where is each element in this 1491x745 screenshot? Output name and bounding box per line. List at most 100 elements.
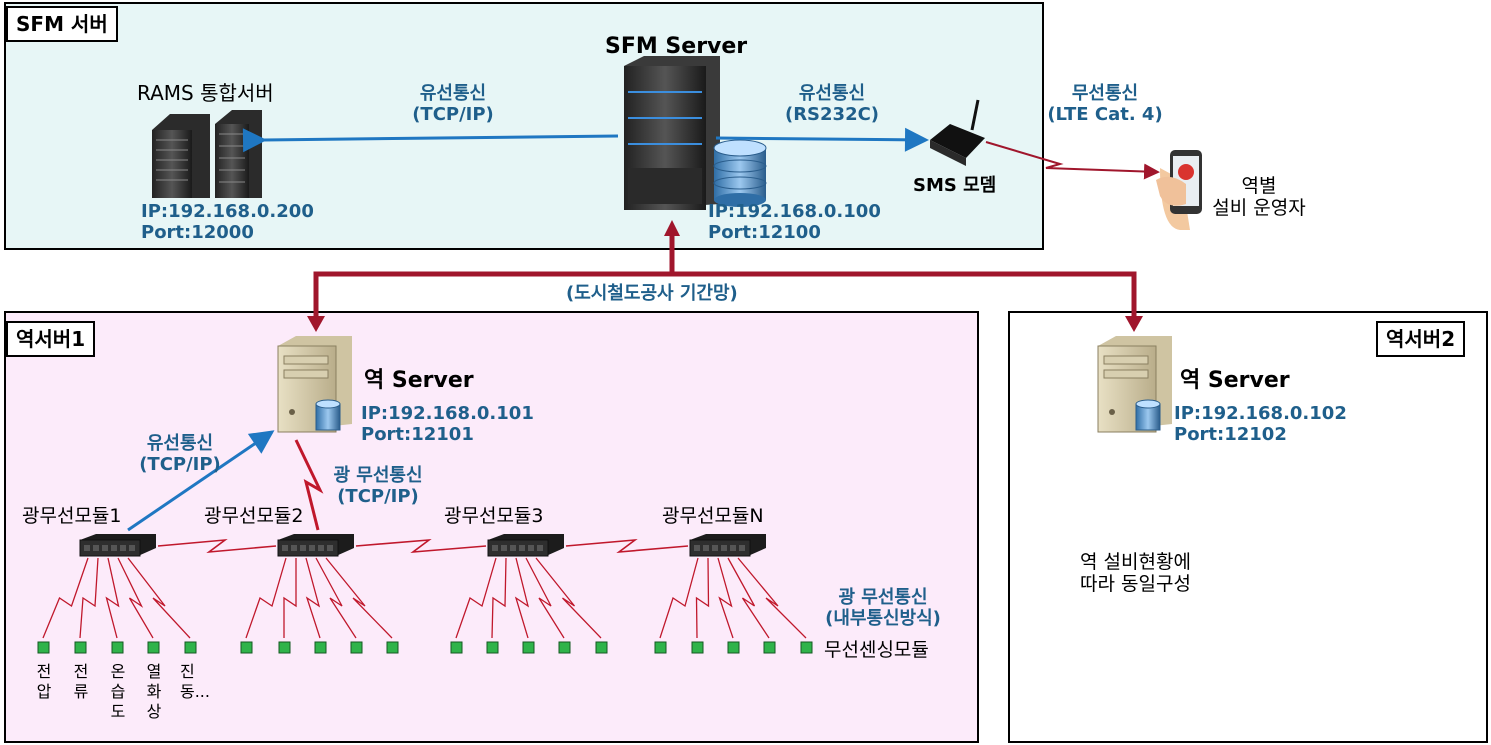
sensor-type-current: 전 류 [70, 662, 92, 702]
sensor-node-icon [800, 641, 813, 654]
sensor-type-voltage-c1: 전 [36, 662, 52, 681]
sensor-type-temp-humidity: 온 습 도 [107, 662, 129, 722]
station2-address: IP:192.168.0.102 Port:12102 [1174, 403, 1347, 445]
sensor-type-th-c3: 도 [110, 702, 126, 721]
sensor-link [42, 557, 89, 639]
sensor-node-icon [184, 641, 197, 654]
sensor-link [105, 557, 120, 639]
optical-module-2-icon [277, 534, 354, 557]
sensor-node-icon [558, 641, 571, 654]
sensor-node-icon [450, 641, 463, 654]
sensor-node-icon [240, 641, 253, 654]
sfm-panel-tag: SFM 서버 [6, 6, 118, 42]
sms-modem-icon [930, 99, 985, 166]
sensor-type-current-c2: 류 [73, 682, 89, 701]
sensor-type-voltage-c2: 압 [36, 682, 52, 701]
lte-link-line2: (LTE Cat. 4) [1047, 103, 1163, 125]
lte-link-label: 무선통신 (LTE Cat. 4) [1040, 83, 1170, 125]
station2-server-title: 역 Server [1180, 368, 1290, 393]
rams-server-label: RAMS 통합서버 [137, 81, 274, 105]
rams-link-line2: (TCP/IP) [412, 103, 494, 125]
sensor-type-thermal-c3: 상 [146, 702, 162, 721]
modem-link-line1: 유선통신 [798, 83, 866, 104]
lte-wireless-link [985, 141, 1160, 180]
sensor-type-voltage: 전 압 [33, 662, 55, 702]
station1-wired-label: 유선통신 (TCP/IP) [128, 433, 232, 475]
sensor-node-icon [522, 641, 535, 654]
sensor-node-icon [278, 641, 291, 654]
sensor-link [117, 557, 154, 639]
rams-port: Port:12000 [141, 221, 254, 243]
module-n-label: 광무선모듈N [662, 505, 764, 527]
sensor-link [315, 557, 357, 639]
sensor-link [514, 557, 530, 639]
sensor-link [305, 557, 321, 639]
sensor-module-label: 무선센싱모듈 [824, 639, 929, 661]
inter-module-links [157, 538, 689, 554]
station2-panel-tag: 역서버2 [1376, 321, 1466, 357]
sensor-node-icon [486, 641, 499, 654]
sensor-link [325, 557, 393, 639]
station1-ip: IP:192.168.0.101 [361, 403, 534, 424]
sensor-link [535, 557, 602, 639]
sensor-node-icon [654, 641, 667, 654]
operator-label: 역별 설비 운영자 [1204, 175, 1314, 220]
sensor-link [659, 557, 699, 639]
sensor-link [525, 557, 565, 639]
sensor-type-thermal-c1: 열 [146, 662, 162, 681]
rams-link-label: 유선통신 (TCP/IP) [398, 83, 508, 125]
database-icon [713, 139, 767, 207]
smartphone-icon [1156, 150, 1202, 230]
backbone-label: (도시철도공사 기간망) [566, 283, 738, 304]
module-1-label: 광무선모듈1 [22, 505, 122, 527]
optical-module-3-icon [487, 534, 564, 557]
lte-link-line1: 무선통신 [1071, 83, 1139, 104]
station1-optical-label: 광 무선통신 (TCP/IP) [316, 465, 440, 507]
modem-link-label: 유선통신 (RS232C) [772, 83, 892, 125]
operator-line1: 역별 [1241, 175, 1277, 197]
rams-address: IP:192.168.0.200 Port:12000 [141, 201, 314, 243]
inter-module-link-2 [355, 538, 487, 554]
sensor-link [455, 557, 497, 639]
station1-optical-line2: (TCP/IP) [337, 485, 419, 507]
internal-comm-label: 광 무선통신 (내부통신방식) [808, 587, 958, 629]
station2-note-line1: 역 설비현황에 [1080, 551, 1191, 573]
sensor-network [37, 557, 813, 654]
sensor-link [727, 557, 770, 639]
station-server-2-panel [1008, 311, 1488, 743]
sensor-node-icon [111, 641, 124, 654]
station2-port: Port:12102 [1174, 423, 1287, 445]
sensor-node-icon [350, 641, 363, 654]
sensor-link [737, 557, 807, 639]
station-server-1-panel [4, 311, 979, 743]
optical-modules [79, 534, 766, 557]
sfm-server-address: IP:192.168.0.100 Port:12100 [708, 201, 881, 243]
sensor-node-icon [595, 641, 608, 654]
sensor-type-vibration-c1: 진 [180, 662, 195, 681]
station1-wired-line2: (TCP/IP) [139, 453, 221, 475]
rams-wired-link [242, 128, 619, 153]
station1-address: IP:192.168.0.101 Port:12101 [361, 403, 534, 445]
rams-server-icon [152, 110, 262, 198]
modem-wired-link [715, 127, 929, 152]
station1-server-icon [277, 336, 352, 433]
station2-server-icon [1097, 336, 1172, 433]
station1-panel-tag: 역서버1 [6, 321, 96, 357]
sensor-link [695, 557, 710, 639]
sfm-server-port: Port:12100 [708, 221, 821, 243]
sensor-node-icon [691, 641, 704, 654]
rams-ip: IP:192.168.0.200 [141, 201, 314, 222]
station2-ip: IP:192.168.0.102 [1174, 403, 1347, 424]
sensor-type-th-c1: 온 [110, 662, 126, 681]
operator-line2: 설비 운영자 [1212, 196, 1306, 219]
sfm-server-title: SFM Server [605, 34, 748, 59]
backbone-network-link [307, 220, 1143, 332]
internal-comm-line2: (내부통신방식) [825, 607, 941, 629]
sensor-type-th-c2: 습 [110, 682, 126, 701]
module2-optical-link [294, 439, 324, 531]
sensor-type-thermal-image: 열 화 상 [143, 662, 165, 722]
station2-note-line2: 따라 동일구성 [1080, 572, 1191, 595]
station2-note: 역 설비현황에 따라 동일구성 [1080, 551, 1191, 596]
station1-optical-line1: 광 무선통신 [333, 465, 423, 486]
